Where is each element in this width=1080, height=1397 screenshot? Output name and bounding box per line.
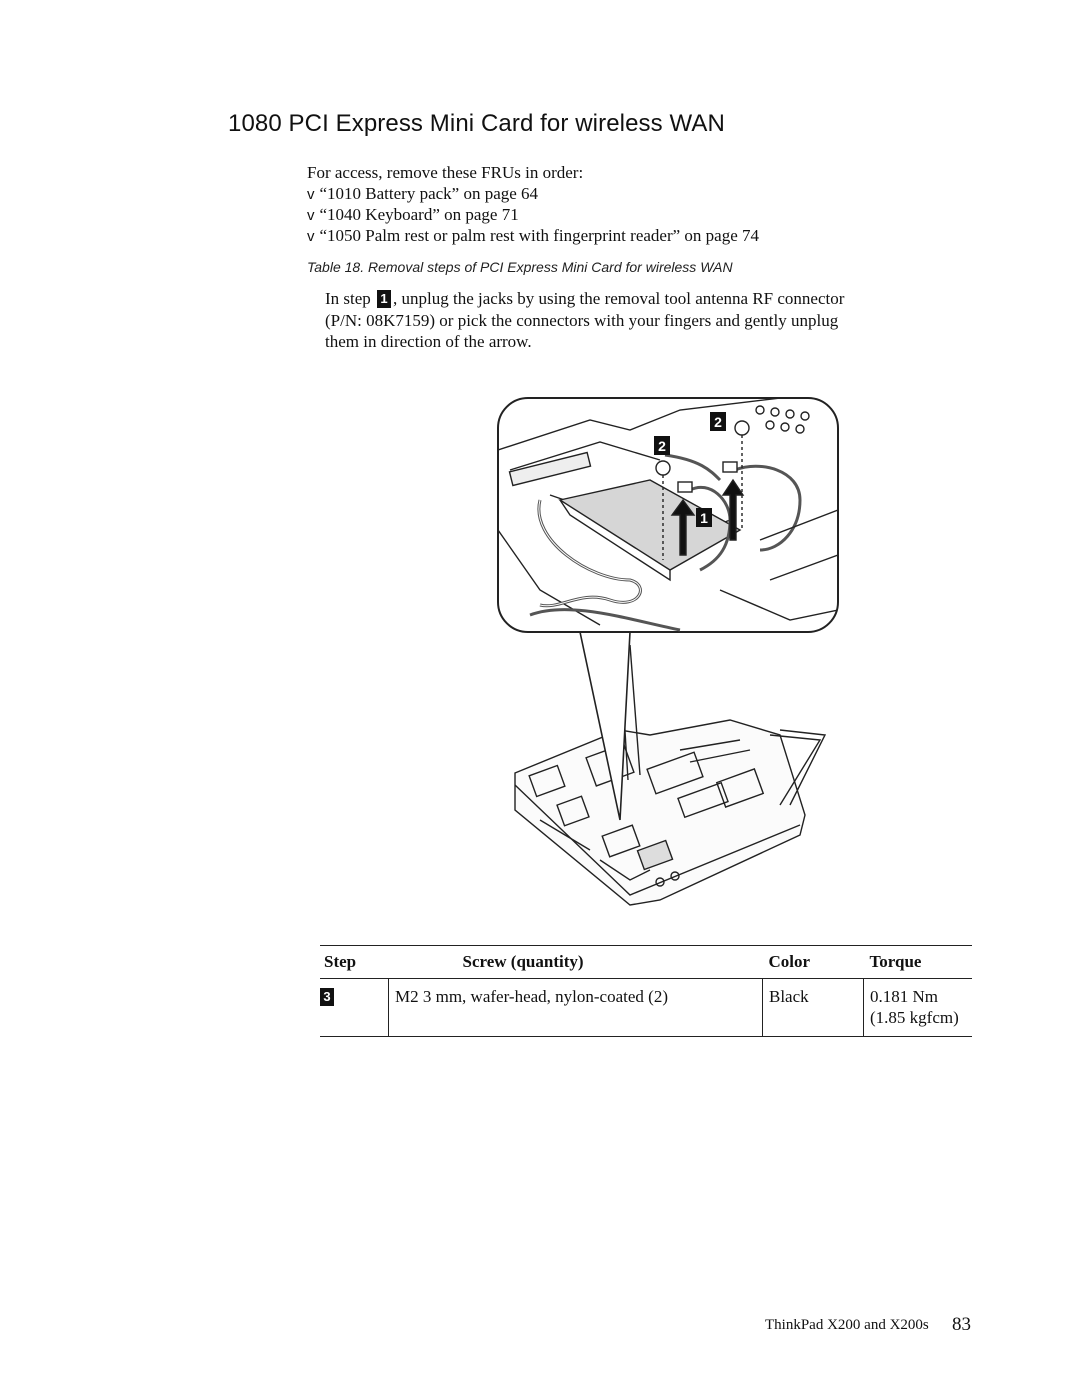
cell-color: Black <box>762 978 864 1037</box>
instruction-prefix: In step <box>325 289 371 308</box>
bullet-marker: v <box>307 228 315 245</box>
cell-step: 3 <box>320 978 389 1037</box>
callout-2a: 2 <box>714 414 722 430</box>
table-caption: Table 18. Removal steps of PCI Express M… <box>307 259 733 275</box>
prereq-link[interactable]: “1010 Battery pack” on page 64 <box>319 184 539 203</box>
header-color: Color <box>762 945 864 979</box>
prereq-link[interactable]: “1050 Palm rest or palm rest with finger… <box>319 226 760 245</box>
prereq-item: v“1010 Battery pack” on page 64 <box>307 183 538 205</box>
instruction-line3: them in direction of the arrow. <box>325 332 532 351</box>
intro-text: For access, remove these FRUs in order: <box>307 163 584 182</box>
page-number: 83 <box>952 1314 971 1335</box>
footer-book-title: ThinkPad X200 and X200s <box>765 1317 929 1333</box>
prereq-item: v“1040 Keyboard” on page 71 <box>307 204 519 226</box>
header-torque: Torque <box>863 945 972 979</box>
screw-table: Step Screw (quantity) Color Torque 3 M2 … <box>320 945 972 1037</box>
instruction-line1: , unplug the jacks by using the removal … <box>393 289 845 308</box>
removal-illustration: 2 2 1 <box>497 397 839 906</box>
header-step: Step <box>320 945 389 979</box>
bullet-marker: v <box>307 207 315 224</box>
table-row: 3 M2 3 mm, wafer-head, nylon-coated (2) … <box>320 978 972 1037</box>
section-title: 1080 PCI Express Mini Card for wireless … <box>228 110 725 137</box>
prereq-link[interactable]: “1040 Keyboard” on page 71 <box>319 205 519 224</box>
step-badge: 3 <box>320 988 334 1006</box>
header-screw: Screw (quantity) <box>388 945 763 979</box>
cell-screw: M2 3 mm, wafer-head, nylon-coated (2) <box>388 978 763 1037</box>
instruction-line2: (P/N: 08K7159) or pick the connectors wi… <box>325 310 839 330</box>
zoom-detail <box>498 398 838 632</box>
callout-badges: 2 2 1 <box>654 412 726 527</box>
callout-2b: 2 <box>658 438 666 454</box>
torque-kgfcm: (1.85 kgfcm) <box>870 1008 959 1027</box>
step-badge: 1 <box>377 290 392 308</box>
torque-nm: 0.181 Nm <box>870 987 938 1006</box>
instruction-paragraph: In step 1, unplug the jacks by using the… <box>325 288 844 353</box>
bullet-marker: v <box>307 186 315 203</box>
zoom-pointer <box>579 631 631 821</box>
table-header-row: Step Screw (quantity) Color Torque <box>320 945 972 979</box>
prereq-item: v“1050 Palm rest or palm rest with finge… <box>307 225 759 247</box>
cell-torque: 0.181 Nm (1.85 kgfcm) <box>863 978 972 1037</box>
callout-1: 1 <box>700 510 708 526</box>
laptop-base-drawing <box>514 644 827 906</box>
